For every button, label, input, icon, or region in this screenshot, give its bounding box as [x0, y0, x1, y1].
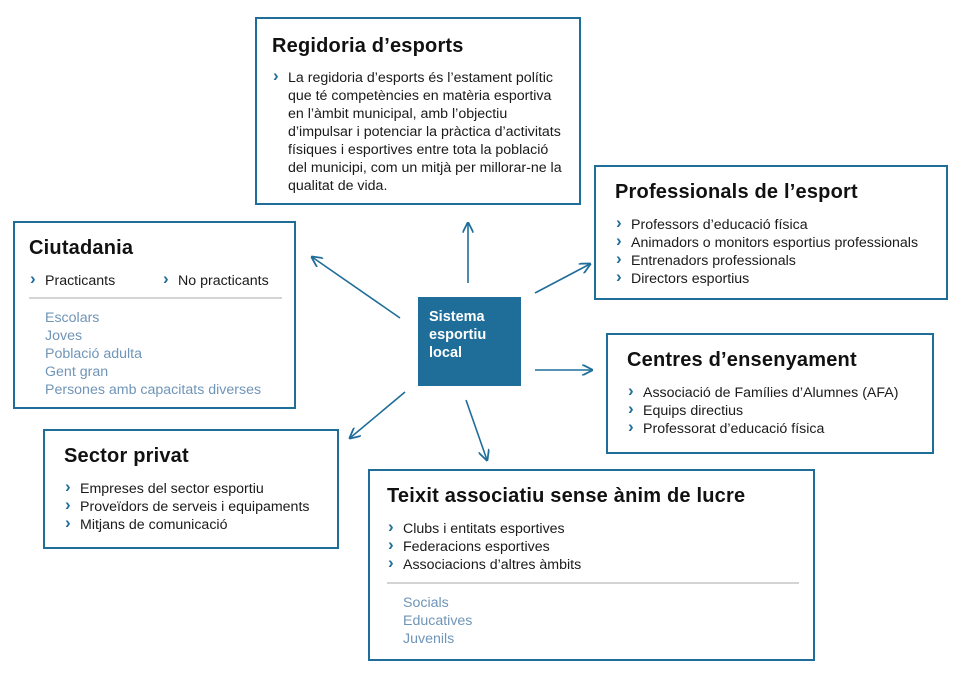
teixit-item: Federacions esportives — [387, 536, 799, 556]
teixit-item: Clubs i entitats esportives — [387, 518, 799, 538]
ciutadania-item-practicants: Practicants — [29, 270, 162, 290]
professionals-item: Professors d’educació física — [615, 214, 936, 234]
centres-item: Associació de Famílies d’Alumnes (AFA) — [627, 382, 922, 402]
professionals-item: Entrenadors professionals — [615, 250, 936, 270]
ciutadania-divider — [29, 297, 282, 299]
teixit-title: Teixit associatiu sense ànim de lucre — [387, 485, 746, 507]
teixit-subitem: Educatives — [403, 613, 473, 629]
arrow-to-ciutadania — [312, 257, 401, 319]
teixit-divider — [387, 582, 799, 584]
teixit-box: Teixit associatiu sense ànim de lucre Cl… — [368, 469, 815, 661]
privat-title: Sector privat — [64, 445, 189, 467]
ciutadania-title: Ciutadania — [29, 237, 134, 259]
professionals-item: Animadors o monitors esportius professio… — [615, 232, 936, 252]
privat-item: Mitjans de comunicació — [64, 514, 327, 534]
center-line-1: Sistema — [429, 309, 485, 325]
privat-box: Sector privat Empreses del sector esport… — [43, 429, 339, 549]
center-node: Sistema esportiu local — [418, 297, 521, 386]
teixit-subitem: Socials — [403, 595, 449, 611]
arrow-to-teixit — [465, 399, 487, 460]
regidoria-description: La regidoria d’esports és l’estament pol… — [272, 67, 565, 195]
centres-item: Equips directius — [627, 400, 922, 420]
centres-title: Centres d’ensenyament — [627, 349, 857, 371]
privat-item: Empreses del sector esportiu — [64, 478, 327, 498]
ciutadania-item-no-practicants: No practicants — [162, 270, 269, 290]
regidoria-box: Regidoria d’esports La regidoria d’espor… — [255, 17, 581, 205]
teixit-subitem: Juvenils — [403, 631, 455, 647]
professionals-title: Professionals de l’esport — [615, 181, 858, 203]
regidoria-title: Regidoria d’esports — [272, 35, 464, 57]
arrow-to-privat — [350, 391, 406, 438]
centres-box: Centres d’ensenyament Associació de Famí… — [606, 333, 934, 454]
ciutadania-subitem: Joves — [45, 328, 83, 344]
privat-item: Proveïdors de serveis i equipaments — [64, 496, 327, 516]
arrow-to-professionals — [534, 264, 590, 294]
ciutadania-subitem: Persones amb capacitats diverses — [45, 382, 262, 398]
ciutadania-box: Ciutadania Practicants No practicants Es… — [13, 221, 296, 409]
professionals-box: Professionals de l’esport Professors d’e… — [594, 165, 948, 300]
center-line-2: esportiu — [429, 327, 487, 343]
centres-item: Professorat d’educació física — [627, 418, 922, 438]
ciutadania-subitem: Població adulta — [45, 346, 143, 362]
ciutadania-subitem: Gent gran — [45, 364, 109, 380]
professionals-item: Directors esportius — [615, 268, 936, 288]
teixit-item: Associacions d’altres àmbits — [387, 554, 799, 574]
ciutadania-subitem: Escolars — [45, 310, 100, 326]
center-line-3: local — [429, 345, 463, 361]
